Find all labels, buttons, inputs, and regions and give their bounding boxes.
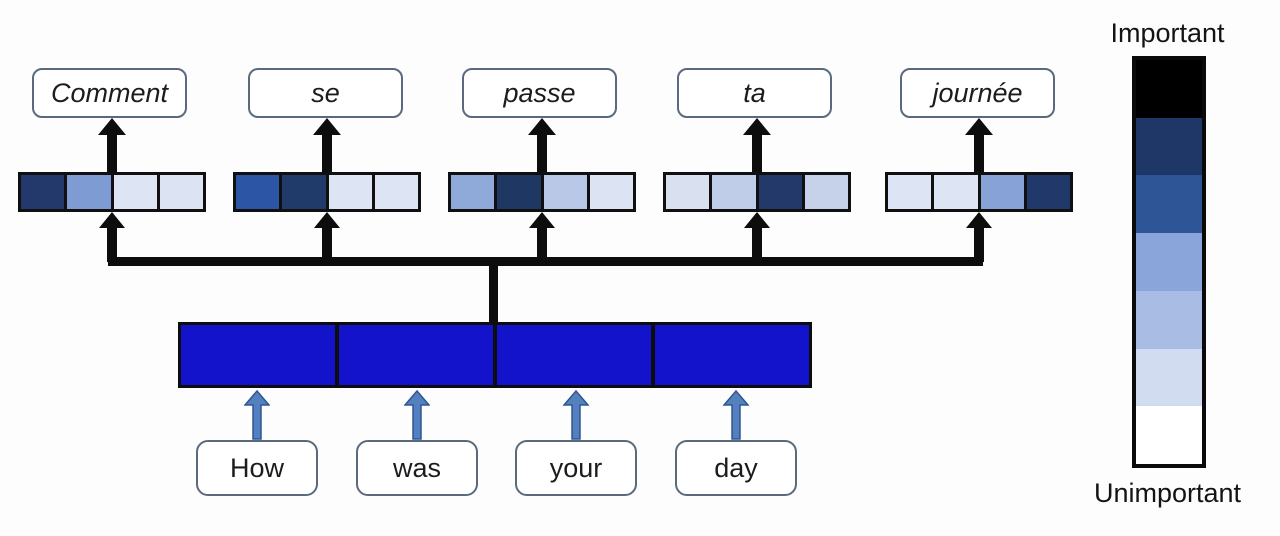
output-token-label: se: [311, 77, 340, 108]
attention-weight-cell: [67, 175, 111, 209]
attention-weight-strip-comment: [18, 172, 206, 212]
legend-scale-segment: [1136, 117, 1202, 176]
attention-weight-strip-journee: [885, 172, 1073, 212]
attention-weight-cell: [374, 175, 418, 209]
encoder-cell: [655, 325, 809, 385]
legend-important-label: Important: [1110, 18, 1225, 48]
legend-scale-segment: [1136, 175, 1202, 234]
attention-weight-strip-ta: [663, 172, 851, 212]
attention-weight-cell: [804, 175, 848, 209]
input-token-how: How: [196, 440, 318, 496]
attention-weight-cell: [712, 175, 756, 209]
legend-scale-segment: [1136, 406, 1202, 465]
input-up-arrow-icon: [722, 389, 750, 440]
output-token-ta: ta: [677, 68, 832, 118]
up-arrow-icon: [964, 212, 994, 262]
attention-weight-cell: [543, 175, 587, 209]
attention-weight-strip-passe: [448, 172, 636, 212]
legend-scale-segment: [1136, 233, 1202, 291]
up-arrow-icon: [312, 212, 342, 262]
input-up-arrow-icon: [562, 389, 590, 440]
legend-unimportant-label: Unimportant: [1093, 478, 1242, 508]
attention-weight-cell: [666, 175, 710, 209]
output-token-label: passe: [503, 77, 576, 108]
attention-weight-cell: [758, 175, 802, 209]
output-token-label: ta: [743, 77, 766, 108]
input-up-arrow-icon: [403, 389, 431, 440]
encoder-cell: [181, 325, 335, 385]
attention-weight-cell: [888, 175, 932, 209]
up-arrow-icon: [97, 212, 127, 262]
legend-color-scale: [1132, 56, 1206, 468]
attention-weight-cell: [113, 175, 157, 209]
attention-weight-cell: [236, 175, 280, 209]
up-arrow-icon: [527, 118, 557, 172]
up-arrow-icon: [527, 212, 557, 262]
output-token-passe: passe: [462, 68, 617, 118]
encoder-cell: [339, 325, 493, 385]
input-token-day: day: [675, 440, 797, 496]
input-token-label: day: [714, 452, 758, 483]
up-arrow-icon: [742, 118, 772, 172]
output-token-se: se: [248, 68, 403, 118]
attention-weight-cell: [159, 175, 203, 209]
legend-scale-segment: [1136, 348, 1202, 407]
input-token-label: was: [392, 452, 441, 483]
input-up-arrow-icon: [243, 389, 271, 440]
attention-weight-cell: [980, 175, 1024, 209]
legend-scale-segment: [1136, 60, 1202, 118]
input-token-was: was: [356, 440, 478, 496]
encoder-cell: [497, 325, 651, 385]
attention-weight-cell: [328, 175, 372, 209]
encoder-bar: [178, 322, 812, 388]
input-token-your: your: [515, 440, 637, 496]
up-arrow-icon: [742, 212, 772, 262]
output-token-journee: journée: [900, 68, 1055, 118]
attention-weight-cell: [1026, 175, 1070, 209]
attention-weight-cell: [497, 175, 541, 209]
context-vector-line: [489, 257, 498, 326]
up-arrow-icon: [964, 118, 994, 172]
attention-weight-cell: [21, 175, 65, 209]
input-token-label: How: [229, 452, 284, 483]
attention-weight-cell: [589, 175, 633, 209]
legend-scale-segment: [1136, 290, 1202, 349]
output-token-label: journée: [932, 77, 1023, 108]
attention-weight-cell: [934, 175, 978, 209]
output-token-label: Comment: [50, 77, 169, 108]
output-token-comment: Comment: [32, 68, 187, 118]
up-arrow-icon: [312, 118, 342, 172]
up-arrow-icon: [97, 118, 127, 172]
attention-weight-strip-se: [233, 172, 421, 212]
attention-weight-cell: [282, 175, 326, 209]
attention-distribution-line: [108, 257, 983, 266]
input-token-label: your: [549, 452, 603, 483]
attention-weight-cell: [451, 175, 495, 209]
